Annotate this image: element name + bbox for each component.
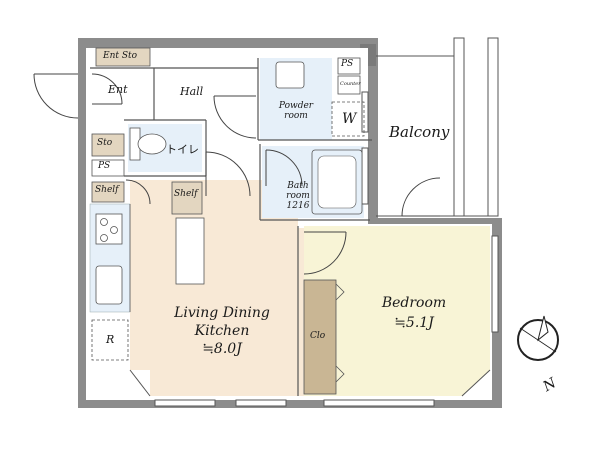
partition-walls [90, 58, 372, 396]
kitchen-island [175, 217, 205, 285]
washer-label: W [342, 111, 357, 127]
bedroom-floor [304, 226, 490, 396]
ent-storage-label: Ent Sto [103, 51, 138, 61]
bedroom-door [303, 231, 347, 275]
ldk-label-line1: Living Dining [174, 305, 270, 321]
toilet-door [125, 179, 151, 205]
entrance-label: Ent [108, 83, 128, 96]
ldk-floor [130, 180, 304, 396]
powder-label-line1: Powder [278, 101, 314, 111]
balcony-label: Balcony [389, 123, 450, 141]
bath-door [265, 149, 303, 187]
ldk-label-line2: Kitchen [194, 323, 250, 340]
bathroom-label: Bath room 1216 [286, 181, 310, 212]
ent-storage-box [95, 47, 151, 67]
hall-label: Hall [180, 85, 204, 98]
shelf-left-label: Shelf [95, 185, 119, 195]
powder-room-label: Powder room [278, 101, 314, 122]
shelf-right-box [171, 181, 203, 215]
windows [154, 91, 499, 407]
bath-label-line1: Bath [287, 181, 309, 191]
bedroom-chamfer [461, 369, 491, 397]
storage-label: Sto [97, 138, 113, 148]
refrigerator-label: R [106, 333, 115, 346]
compass-icon [517, 315, 559, 364]
balcony-door [401, 177, 441, 217]
shelf-right-label: Shelf [174, 189, 198, 199]
ldk-area: ≒8.0J [202, 341, 242, 358]
bedroom-area: ≒5.1J [394, 314, 434, 331]
ldk-label: Living Dining Kitchen ≒8.0J [174, 304, 270, 359]
ps-mid-label: PS [98, 161, 111, 171]
toilet-label: トイレ [166, 143, 199, 156]
bath-label-line3: 1216 [286, 200, 310, 211]
hall-door [213, 95, 257, 139]
ps-top-label: PS [341, 59, 354, 69]
closet-door-marks [335, 283, 345, 383]
toilet-bowl [137, 133, 167, 155]
balcony [376, 37, 499, 217]
ent-inner-door [91, 73, 123, 105]
kitchen-sink [95, 265, 123, 305]
burner-1 [100, 218, 108, 226]
bedroom-label: Bedroom ≒5.1J [382, 294, 446, 333]
powder-sink [275, 61, 305, 89]
washer-area [331, 101, 365, 137]
bathtub-inner [317, 155, 357, 209]
refrigerator-space [91, 319, 129, 361]
bedroom-label-line1: Bedroom [381, 295, 447, 311]
sto-box [91, 133, 125, 157]
kitchen-stove [95, 213, 123, 245]
counter-label: Counter [340, 81, 361, 87]
ldk-door [205, 151, 251, 197]
counter-box [337, 75, 361, 95]
closet-label: Clo [310, 331, 326, 341]
burner-2 [110, 226, 118, 234]
powder-label-line2: room [284, 110, 308, 121]
entrance-door [33, 73, 79, 119]
closet-box [303, 279, 337, 395]
shelf-left-box [91, 181, 125, 203]
bath-label-line2: room [286, 190, 310, 201]
ps-mid-box [91, 159, 125, 177]
ps-top-box [337, 57, 361, 75]
burner-3 [100, 234, 108, 242]
ldk-chamfer [129, 369, 151, 397]
